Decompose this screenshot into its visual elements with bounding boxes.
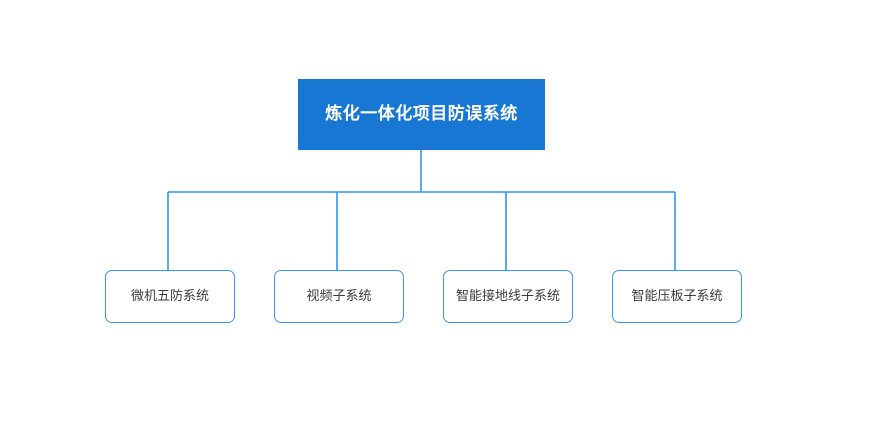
child-node-3[interactable]: 智能接地线子系统 (443, 270, 573, 323)
child-node-2-label: 视频子系统 (306, 288, 372, 304)
child-node-4[interactable]: 智能压板子系统 (612, 270, 742, 323)
root-node[interactable]: 炼化一体化项目防误系统 (298, 79, 545, 150)
child-node-2[interactable]: 视频子系统 (274, 270, 404, 323)
child-node-1-label: 微机五防系统 (130, 288, 209, 304)
root-node-label: 炼化一体化项目防误系统 (325, 104, 518, 124)
child-node-3-label: 智能接地线子系统 (455, 288, 560, 304)
child-node-4-label: 智能压板子系统 (631, 288, 723, 304)
child-node-1[interactable]: 微机五防系统 (105, 270, 235, 323)
